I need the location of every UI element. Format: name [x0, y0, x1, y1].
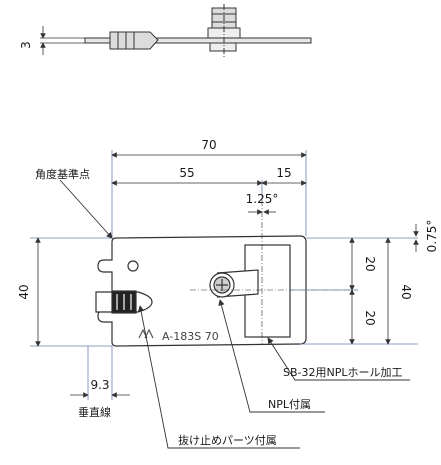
dim-thickness: 3	[19, 41, 33, 49]
label-angle-reference: 角度基準点	[35, 167, 90, 181]
dim-half-upper: 20	[363, 256, 377, 271]
side-view	[40, 4, 312, 58]
dim-left-offset: 9.3	[90, 378, 109, 392]
small-hole	[127, 260, 139, 272]
front-view	[95, 200, 358, 347]
plate-outline	[97, 235, 307, 347]
label-npl-attached: NPL付属	[268, 398, 311, 411]
label-vertical-line: 垂直線	[78, 405, 111, 419]
dim-overall-height-left: 40	[17, 284, 31, 299]
label-npl-hole: SB-32用NPLホール加工	[283, 366, 403, 379]
side-plate	[84, 37, 312, 44]
label-retainer-attached: 抜け止めパーツ付属	[178, 433, 277, 447]
dim-overall-height-right: 40	[399, 284, 413, 299]
dim-left-to-center: 55	[179, 166, 194, 180]
plate-marking: A-183S 70	[162, 330, 219, 343]
dim-overall-width: 70	[201, 138, 216, 152]
dimension-lines	[30, 150, 419, 400]
dim-center-to-right: 15	[276, 166, 291, 180]
dim-angle-top: 1.25°	[246, 192, 279, 206]
leader-lines	[59, 179, 410, 449]
dim-angle-right: 0.75°	[425, 220, 439, 253]
dim-half-lower: 20	[363, 310, 377, 325]
